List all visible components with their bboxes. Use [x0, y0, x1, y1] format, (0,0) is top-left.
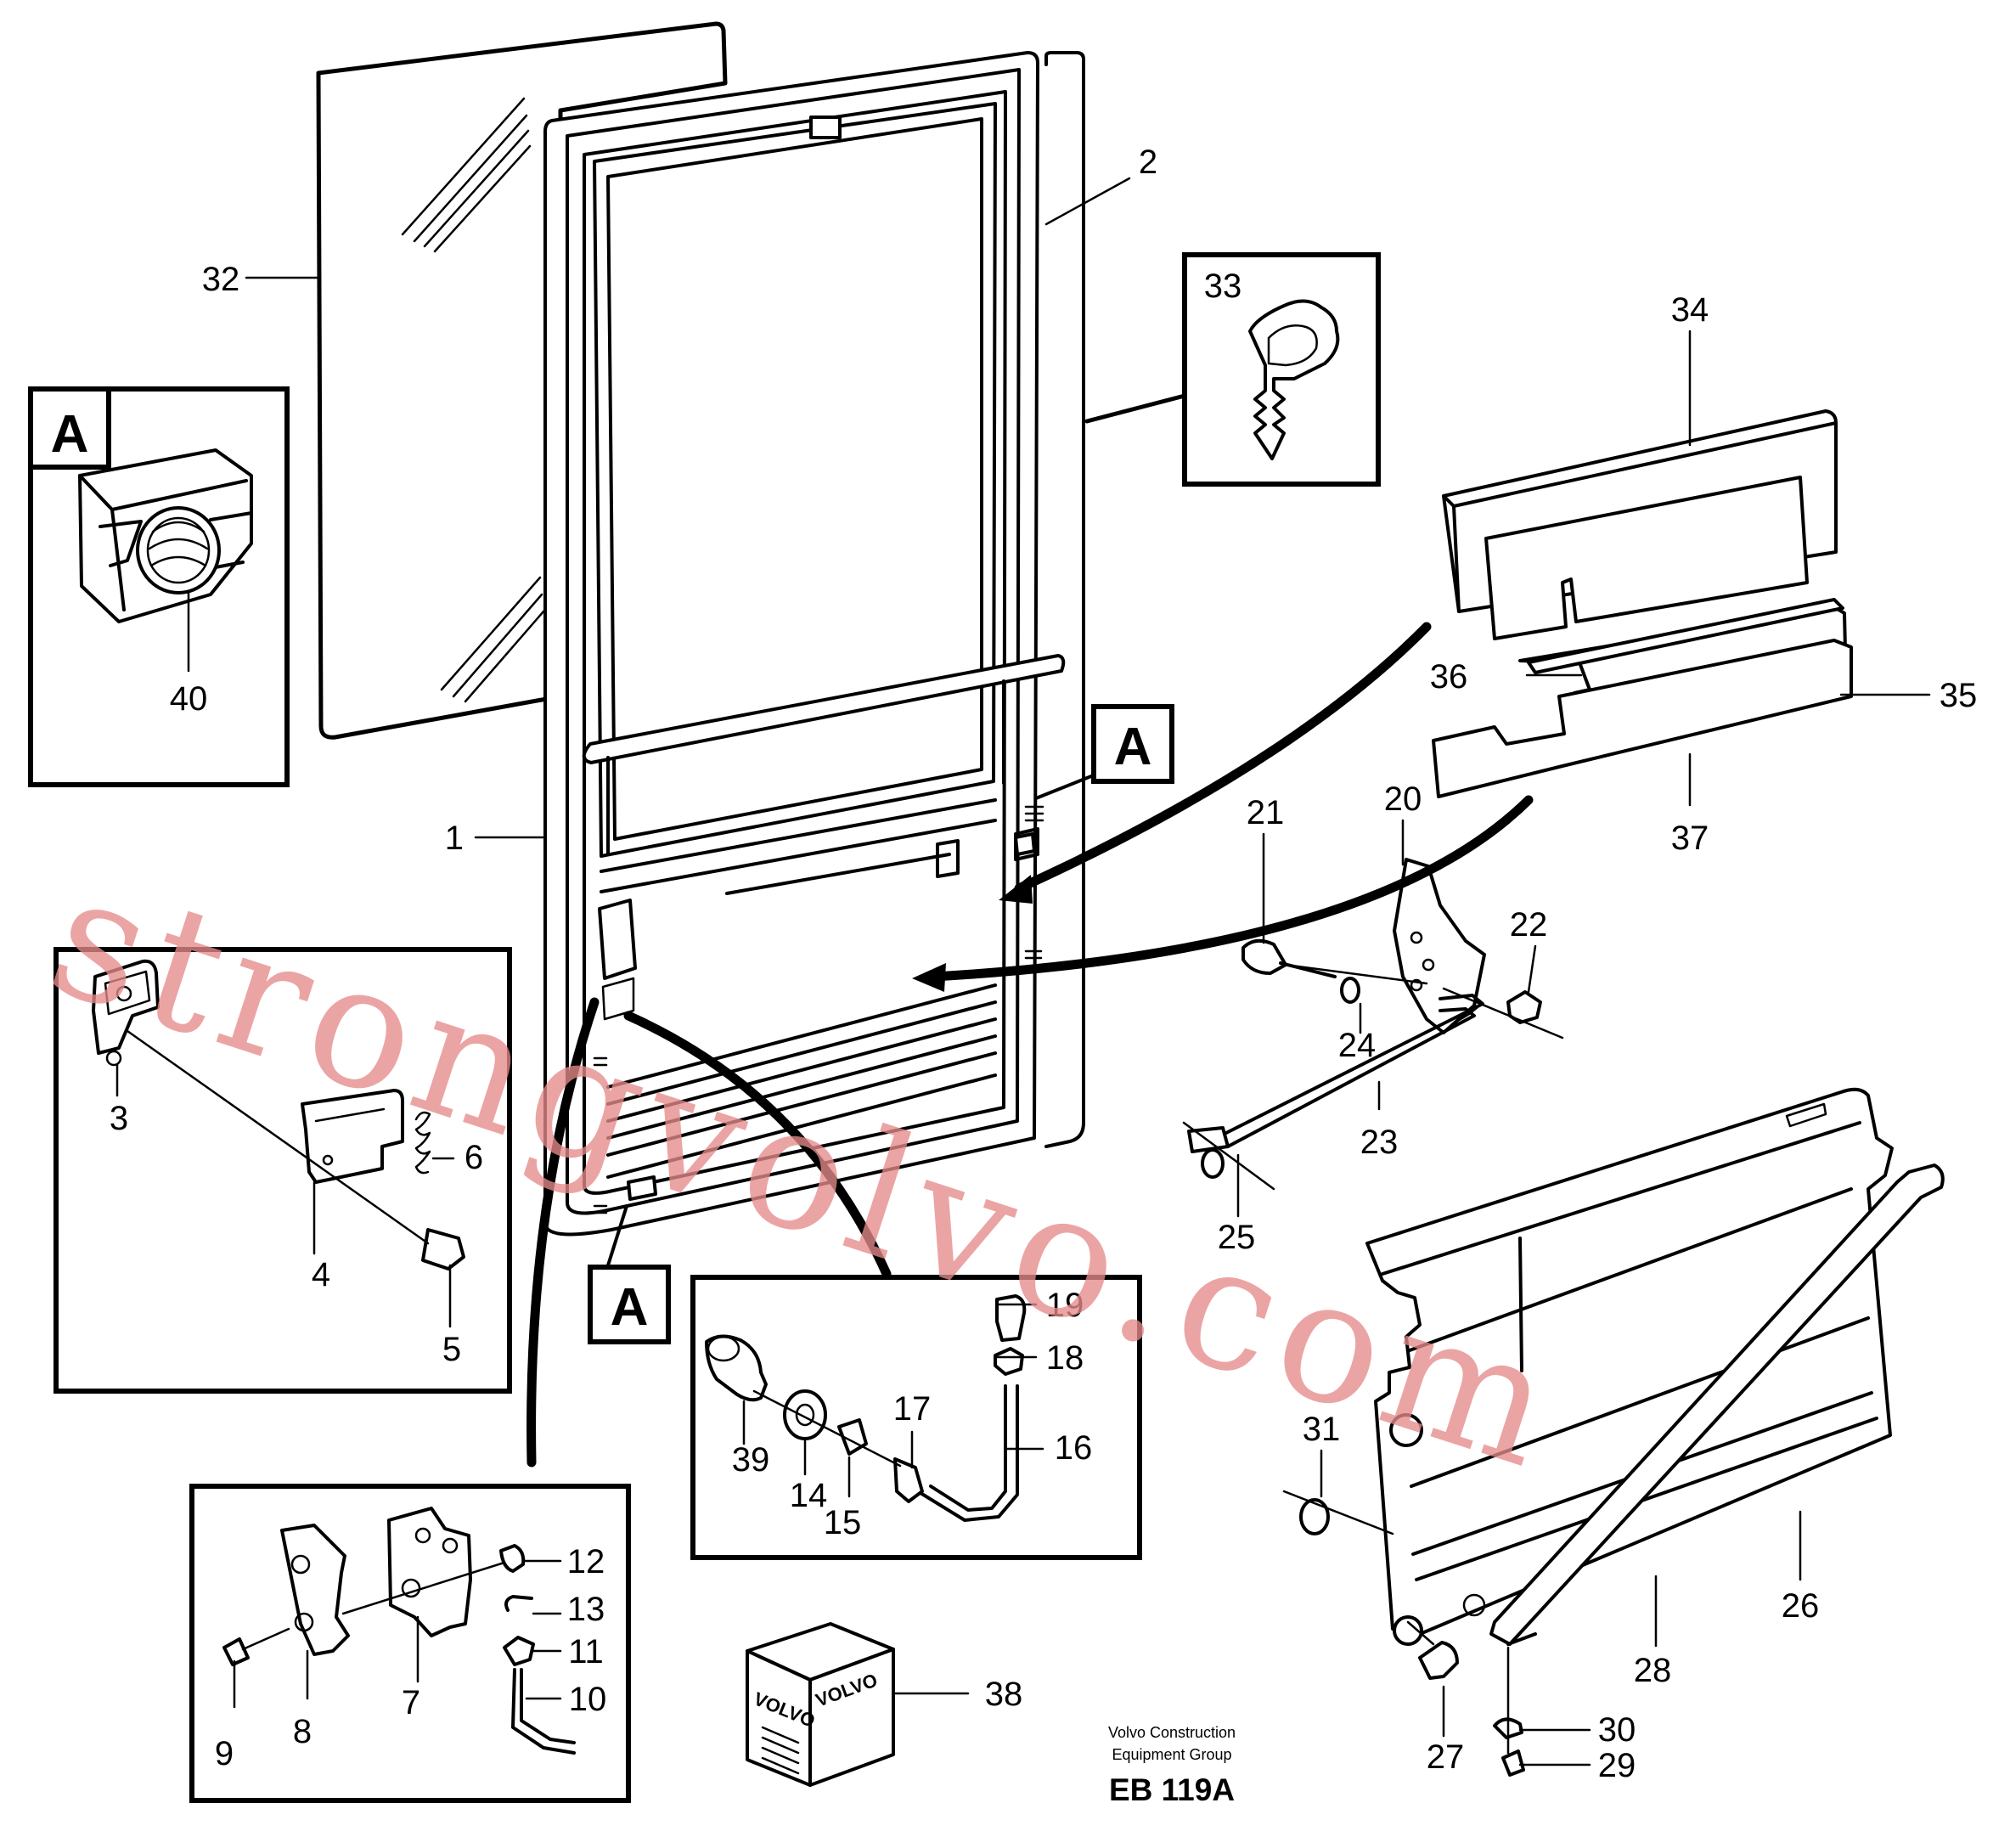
- callout-16: 16: [1055, 1429, 1093, 1467]
- seal-profile-detail: [1084, 252, 1381, 487]
- callout-3: 3: [110, 1100, 128, 1137]
- volvo-kit-cube: VOLVO VOLVO: [746, 1622, 895, 1787]
- callout-33: 33: [1204, 268, 1242, 305]
- detail-label-box-bottom: A: [588, 1265, 671, 1344]
- callout-19: 19: [1046, 1287, 1084, 1324]
- callout-20: 20: [1384, 780, 1422, 818]
- lock-cylinder-detail-box: [690, 1275, 1142, 1560]
- window-regulator: [1182, 858, 1564, 1191]
- callout-2: 2: [1139, 144, 1157, 181]
- callout-34: 34: [1671, 291, 1709, 329]
- callout-39: 39: [732, 1441, 770, 1479]
- callout-26: 26: [1782, 1587, 1820, 1625]
- callout-13: 13: [567, 1591, 605, 1628]
- callout-14: 14: [790, 1477, 828, 1514]
- insulation-panels: [1432, 409, 1853, 798]
- callout-18: 18: [1046, 1339, 1084, 1377]
- detail-a-nut-box: [28, 386, 290, 787]
- callout-38: 38: [985, 1676, 1023, 1713]
- callout-15: 15: [824, 1504, 862, 1541]
- lower-door-panel: [1282, 1087, 1945, 1777]
- callout-7: 7: [402, 1684, 420, 1721]
- callout-36: 36: [1430, 658, 1468, 696]
- callout-35: 35: [1940, 677, 1978, 714]
- callout-40: 40: [170, 680, 208, 718]
- callout-11: 11: [568, 1633, 604, 1671]
- caption-line-2: Equipment Group: [1112, 1746, 1231, 1763]
- callout-27: 27: [1427, 1738, 1465, 1776]
- detail-letter-bottom: A: [611, 1278, 649, 1337]
- hinge-detail-box: [53, 947, 512, 1394]
- callout-4: 4: [312, 1256, 330, 1293]
- callout-23: 23: [1360, 1124, 1399, 1161]
- door-seal-strip: [1044, 51, 1085, 1148]
- detail-label-box-right: A: [1091, 704, 1174, 784]
- callout-8: 8: [293, 1713, 312, 1750]
- detail-letter-box: A: [51, 405, 89, 464]
- detail-letter-right: A: [1114, 718, 1152, 776]
- callout-29: 29: [1598, 1747, 1636, 1784]
- callout-17: 17: [893, 1390, 932, 1428]
- callout-28: 28: [1634, 1652, 1672, 1689]
- callout-10: 10: [569, 1681, 607, 1718]
- callout-25: 25: [1218, 1219, 1256, 1256]
- callout-30: 30: [1598, 1711, 1636, 1749]
- door-frame: [543, 51, 1066, 1237]
- callout-37: 37: [1671, 820, 1709, 857]
- callout-22: 22: [1510, 906, 1548, 944]
- callout-1: 1: [445, 820, 464, 857]
- callout-21: 21: [1247, 794, 1285, 831]
- callout-12: 12: [567, 1543, 605, 1580]
- assembly-arrows: [526, 622, 1534, 1468]
- callout-32: 32: [202, 261, 240, 298]
- leader-lines: [115, 177, 1931, 1766]
- callout-5: 5: [442, 1331, 461, 1368]
- lock-detail-box: [189, 1484, 631, 1803]
- drawing-code: EB 119A: [1109, 1772, 1235, 1807]
- callout-31: 31: [1303, 1411, 1341, 1448]
- callout-6: 6: [464, 1139, 483, 1176]
- caption-line-1: Volvo Construction: [1108, 1724, 1236, 1741]
- callout-24: 24: [1338, 1027, 1377, 1064]
- callout-9: 9: [215, 1735, 234, 1772]
